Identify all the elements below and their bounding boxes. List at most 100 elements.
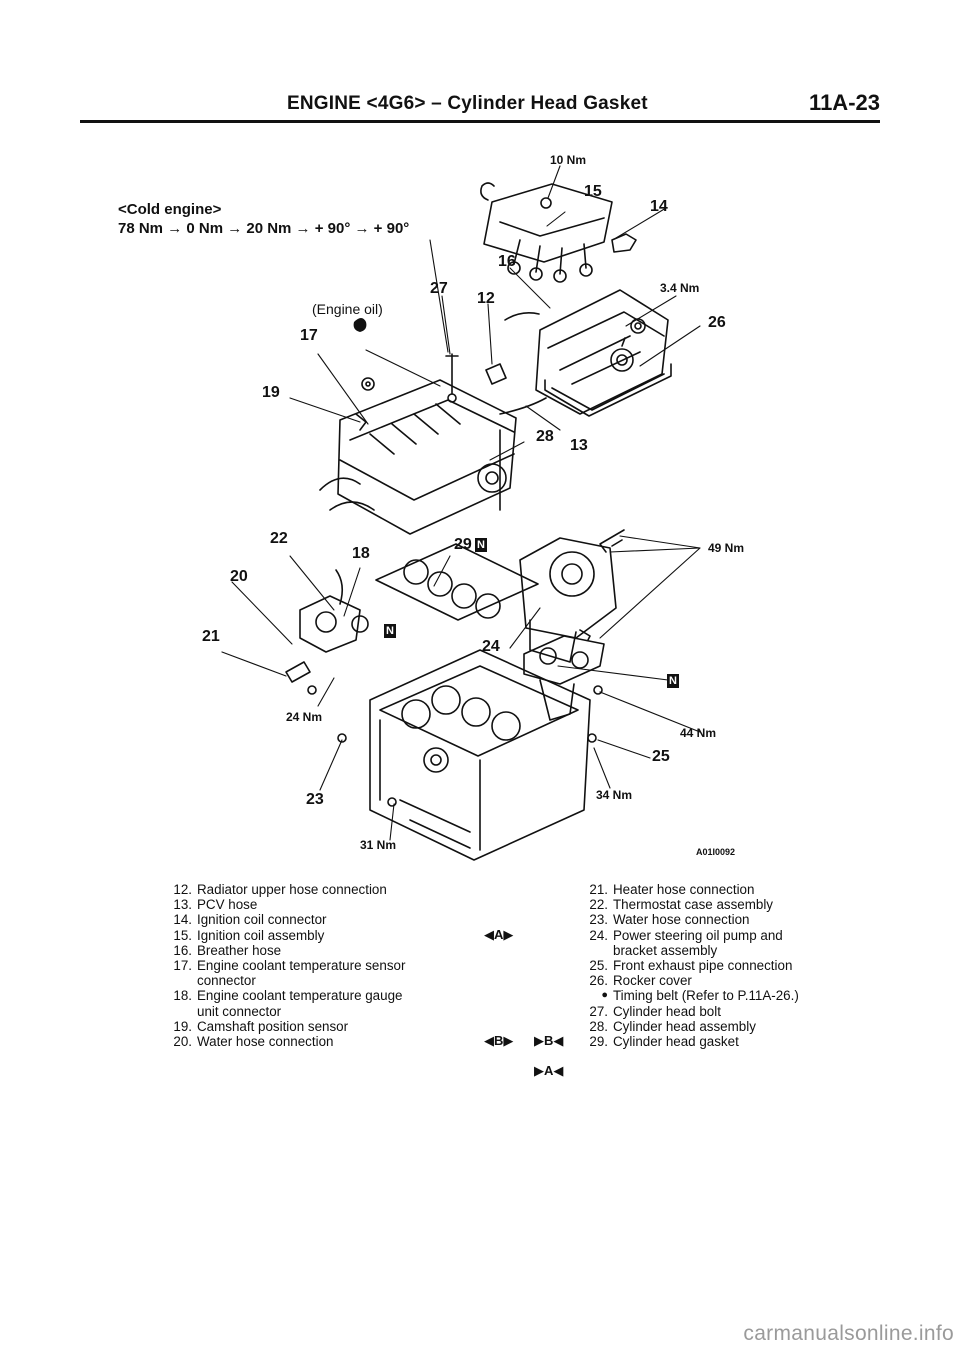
cylinder-head-assembly: [319, 379, 517, 535]
legend-text: Radiator upper hose connection: [197, 882, 387, 897]
legend-item: 15. Ignition coil assembly: [160, 928, 405, 943]
legend-item: 17. Engine coolant temperature sensor: [160, 958, 405, 973]
legend-item: 13.PCV hose: [160, 897, 405, 912]
callout-23: 23: [306, 791, 324, 808]
callout-25: 25: [652, 748, 670, 765]
callout-13: 13: [570, 437, 588, 454]
cold-engine-torque: 78 Nm → 0 Nm → 20 Nm → + 90° → + 90°: [118, 220, 410, 237]
page-title: ENGINE <4G6> – Cylinder Head Gasket: [287, 93, 648, 114]
legend-text: Engine coolant temperature gauge: [197, 988, 403, 1004]
thermostat-case: [285, 569, 369, 695]
legend-item: 27. Cylinder head bolt: [576, 1004, 799, 1019]
legend-item: 20. Water hose connection: [160, 1034, 405, 1049]
service-mark-24: ◀A▶: [484, 927, 514, 942]
ignition-coil-assembly: [480, 182, 637, 283]
legend-num: 13.: [173, 897, 192, 913]
bullet-icon: ●: [601, 989, 608, 1002]
torque-10nm: 10 Nm: [550, 153, 587, 167]
figure-code: A01I0092: [696, 847, 736, 857]
callout-26: 26: [708, 314, 726, 331]
exhaust-bracket: [523, 635, 605, 743]
legend-item: 12. Radiator upper hose connection: [160, 882, 405, 897]
new-part-mark-bracket: N: [669, 675, 677, 687]
service-mark-27-removal: ◀B▶: [484, 1033, 514, 1048]
legend-text: Ignition coil assembly: [197, 927, 325, 943]
legend-num: 26.: [589, 973, 608, 989]
callout-17: 17: [300, 327, 318, 344]
legend-num: 19.: [173, 1018, 192, 1034]
callout-12: 12: [477, 290, 495, 307]
legend-text-cont: connector: [197, 973, 256, 989]
legend-text: Thermostat case assembly: [613, 897, 774, 913]
legend-num: 14.: [173, 912, 192, 928]
legend-text: Ignition coil connector: [197, 912, 327, 928]
legend-text: Cylinder head gasket: [613, 1034, 739, 1050]
legend-text-cont: unit connector: [197, 1003, 282, 1019]
cold-engine-label: <Cold engine>: [118, 201, 222, 218]
legend-num: 27.: [589, 1003, 608, 1019]
legend-item: 29.Cylinder head gasket: [576, 1034, 799, 1049]
callout-21: 21: [202, 628, 220, 645]
callout-19: 19: [262, 384, 280, 401]
legend-item: 21. Heater hose connection: [576, 882, 799, 897]
torque-24nm: 24 Nm: [286, 710, 323, 724]
callout-22: 22: [270, 530, 288, 547]
legend-item: 25. Front exhaust pipe connection: [576, 958, 799, 973]
legend-text: Water hose connection: [613, 912, 750, 928]
legend-item: 18. Engine coolant temperature gauge: [160, 988, 405, 1003]
legend-num: 16.: [173, 942, 192, 958]
legend-text: Water hose connection: [197, 1034, 334, 1050]
legend-num: 12.: [173, 882, 192, 897]
legend-item: 28. Cylinder head assembly: [576, 1019, 799, 1034]
legend-num: 28.: [589, 1018, 608, 1034]
callout-27: 27: [430, 280, 448, 297]
legend-num: 24.: [589, 927, 608, 943]
callout-29: 29: [454, 536, 472, 553]
engine-exploded-diagram: [221, 165, 701, 861]
legend-item: 26.Rocker cover: [576, 973, 799, 988]
legend-num: 22.: [589, 897, 608, 913]
legend-text: Breather hose: [197, 942, 282, 958]
rocker-cover: [535, 289, 672, 417]
torque-31nm: 31 Nm: [360, 838, 397, 852]
legend-num: 17.: [173, 958, 192, 974]
legend-num: 18.: [173, 988, 192, 1004]
legend-text: Camshaft position sensor: [197, 1018, 349, 1034]
service-mark-27-install: ▶B◀: [534, 1033, 564, 1048]
torque-44nm: 44 Nm: [680, 726, 717, 740]
legend-num: 20.: [173, 1034, 192, 1050]
legend-text: Cylinder head assembly: [613, 1018, 756, 1034]
service-mark-29-install: ▶A◀: [534, 1063, 564, 1078]
legend-text: Cylinder head bolt: [613, 1003, 721, 1019]
legend-num: 21.: [589, 882, 608, 897]
legend-text: Engine coolant temperature sensor: [197, 958, 406, 974]
legend-text-cont: bracket assembly: [613, 942, 718, 958]
torque-34nm: 34 Nm: [596, 788, 633, 802]
engine-oil-note: (Engine oil): [312, 301, 383, 317]
callout-18: 18: [352, 545, 370, 562]
callout-16: 16: [498, 253, 516, 270]
power-steering-pump: [519, 529, 625, 663]
cylinder-block: [337, 649, 591, 861]
watermark: carmanualsonline.info: [743, 1322, 954, 1345]
legend-num: 15.: [173, 927, 192, 943]
legend-item: 24. Power steering oil pump and: [576, 928, 799, 943]
legend-item: 16. Breather hose: [160, 943, 405, 958]
callout-15: 15: [584, 183, 602, 200]
legend-item: 23. Water hose connection: [576, 912, 799, 927]
legend-text: Heater hose connection: [613, 882, 755, 897]
callout-28: 28: [536, 428, 554, 445]
legend-text: Front exhaust pipe connection: [613, 958, 793, 974]
callout-20: 20: [230, 568, 248, 585]
legend-item: ●Timing belt (Refer to P.11A-26.): [576, 988, 798, 1003]
parts-legend-left: 12. Radiator upper hose connection 13.PCV…: [160, 882, 405, 1049]
legend-item: 22. Thermostat case assembly: [576, 897, 799, 912]
legend-num: 23.: [589, 912, 608, 928]
legend-text: Power steering oil pump and: [613, 927, 783, 943]
callout-14: 14: [650, 198, 668, 215]
legend-item: 14. Ignition coil connector: [160, 912, 405, 927]
new-part-mark-gasket: N: [386, 625, 394, 637]
torque-3-4nm: 3.4 Nm: [660, 281, 700, 295]
legend-num: 25.: [589, 958, 608, 974]
parts-legend-right: 21. Heater hose connection 22. Thermostat …: [576, 882, 799, 1049]
